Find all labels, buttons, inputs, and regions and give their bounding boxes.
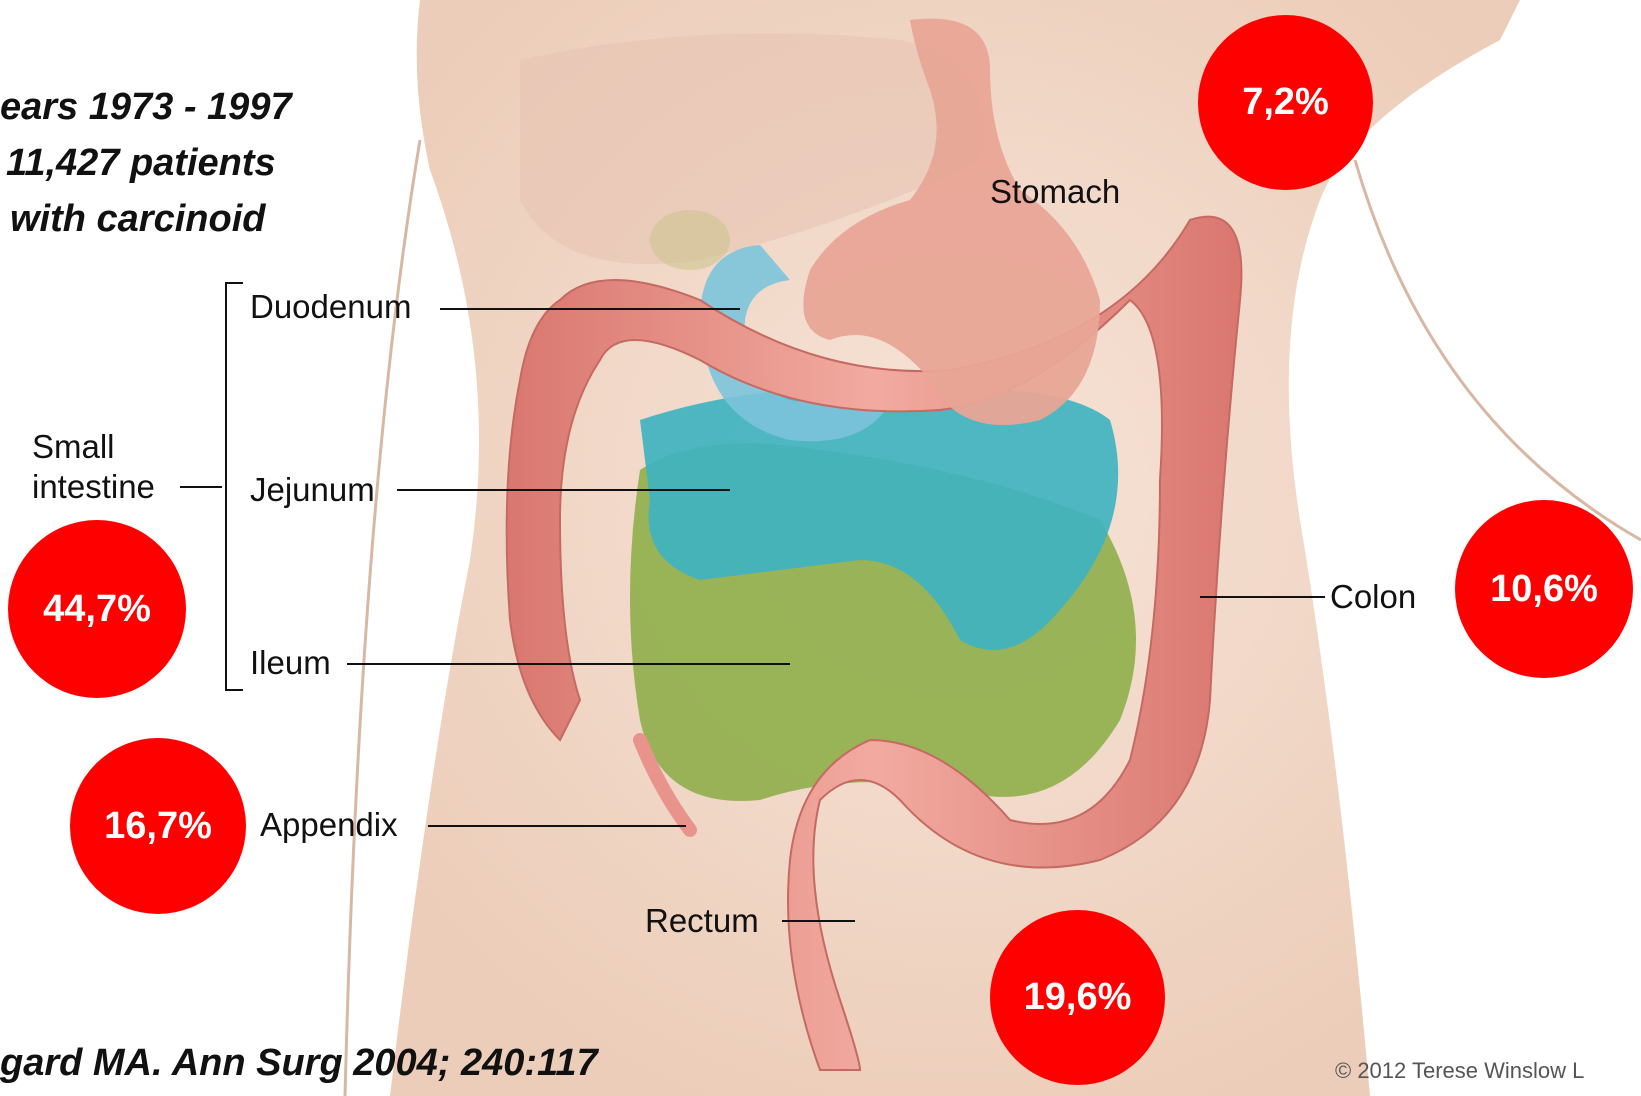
small-intestine-label-line1: Small: [32, 430, 115, 465]
gallbladder-shape: [650, 210, 730, 270]
rectum-percentage-badge: 19,6%: [990, 910, 1165, 1085]
appendix-label: Appendix: [260, 808, 398, 843]
colon-label: Colon: [1330, 580, 1416, 615]
citation: gard MA. Ann Surg 2004; 240:117: [0, 1042, 598, 1085]
rectum-label: Rectum: [645, 904, 759, 939]
study-years: ears 1973 - 1997: [0, 86, 292, 129]
copyright-notice: © 2012 Terese Winslow L: [1335, 1058, 1584, 1084]
patient-count: 11,427 patients: [6, 142, 276, 185]
patient-condition: with carcinoid: [10, 198, 265, 241]
jejunum-label: Jejunum: [250, 473, 375, 508]
stomach-label: Stomach: [990, 175, 1120, 210]
colon-percentage-badge: 10,6%: [1455, 500, 1633, 678]
right-arm-edge: [1355, 160, 1641, 540]
small-intestine-label-line2: intestine: [32, 470, 155, 505]
stomach-percentage-badge: 7,2%: [1198, 15, 1373, 190]
ileum-label: Ileum: [250, 646, 331, 681]
appendix-percentage-badge: 16,7%: [70, 738, 246, 914]
small-intestine-percentage-badge: 44,7%: [8, 520, 186, 698]
duodenum-label: Duodenum: [250, 290, 411, 325]
